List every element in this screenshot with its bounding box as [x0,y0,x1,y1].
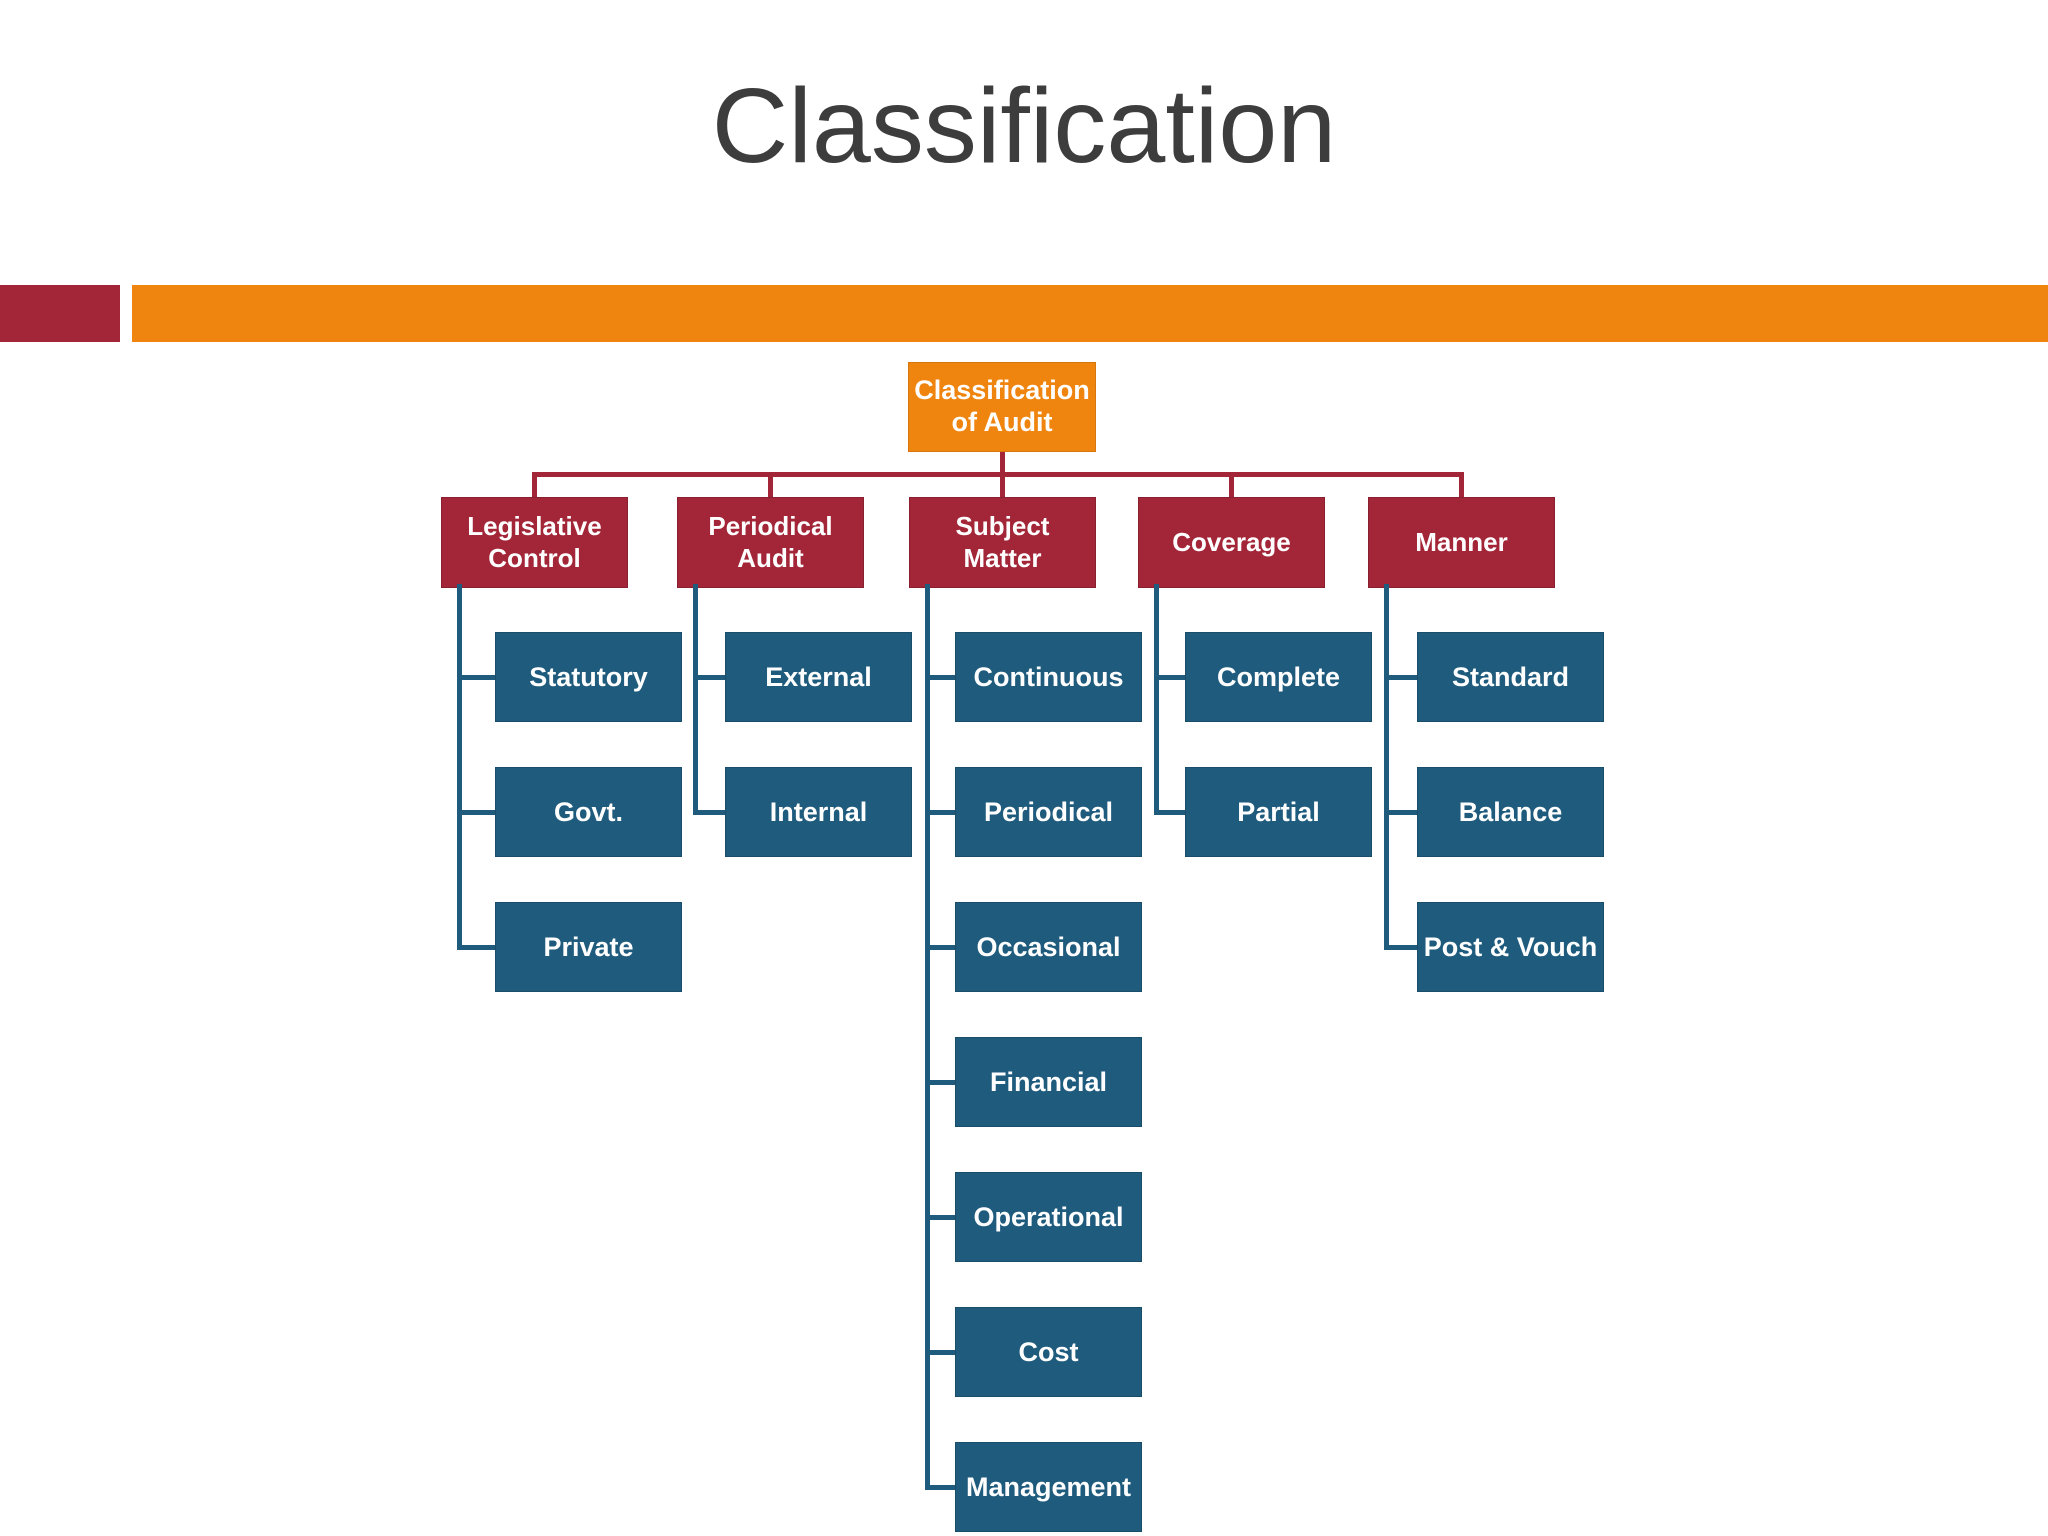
connector-tick-periodical [925,810,955,815]
connector-tick-internal [693,810,725,815]
connector-tick-standard [1384,675,1417,680]
connector-tick-partial [1154,810,1185,815]
root-node: Classification of Audit [908,362,1096,452]
connector-tick-occasional [925,945,955,950]
connector-category-stub [1459,472,1464,497]
child-box-balance: Balance [1417,767,1604,857]
child-box-post-vouch: Post & Vouch [1417,902,1604,992]
child-box-periodical: Periodical [955,767,1142,857]
category-box-subject-matter: Subject Matter [909,497,1096,588]
connector-tick-operational [925,1215,955,1220]
connector-tick-statutory [457,675,495,680]
connector-category-stub [1229,472,1234,497]
connector-tick-private [457,945,495,950]
category-box-manner: Manner [1368,497,1555,588]
connector-rail-periodical-audit [693,584,698,815]
child-box-statutory: Statutory [495,632,682,722]
connector-rail-coverage [1154,584,1159,815]
connector-tick-cost [925,1350,955,1355]
child-box-internal: Internal [725,767,912,857]
child-box-continuous: Continuous [955,632,1142,722]
child-box-external: External [725,632,912,722]
category-box-legislative-control: Legislative Control [441,497,628,588]
connector-tick-post-vouch [1384,945,1417,950]
category-box-coverage: Coverage [1138,497,1325,588]
connector-rail-manner [1384,584,1389,950]
slide-title: Classification [711,67,1337,185]
child-box-partial: Partial [1185,767,1372,857]
connector-tick-govt [457,810,495,815]
child-box-operational: Operational [955,1172,1142,1262]
child-box-private: Private [495,902,682,992]
accent-bar-orange [132,285,2048,342]
child-box-cost: Cost [955,1307,1142,1397]
child-box-standard: Standard [1417,632,1604,722]
connector-category-stub [768,472,773,497]
connector-category-stub [532,472,537,497]
connector-tick-external [693,675,725,680]
connector-tick-complete [1154,675,1185,680]
connector-rail-subject-matter [925,584,930,1490]
category-box-periodical-audit: Periodical Audit [677,497,864,588]
connector-tick-continuous [925,675,955,680]
child-box-govt: Govt. [495,767,682,857]
child-box-complete: Complete [1185,632,1372,722]
connector-tick-financial [925,1080,955,1085]
connector-tick-balance [1384,810,1417,815]
accent-bar-maroon [0,285,120,342]
child-box-financial: Financial [955,1037,1142,1127]
connector-top-rail [532,472,1464,477]
connector-tick-management [925,1485,955,1490]
child-box-occasional: Occasional [955,902,1142,992]
child-box-management: Management [955,1442,1142,1532]
connector-rail-legislative-control [457,584,462,950]
connector-category-stub [1000,472,1005,497]
